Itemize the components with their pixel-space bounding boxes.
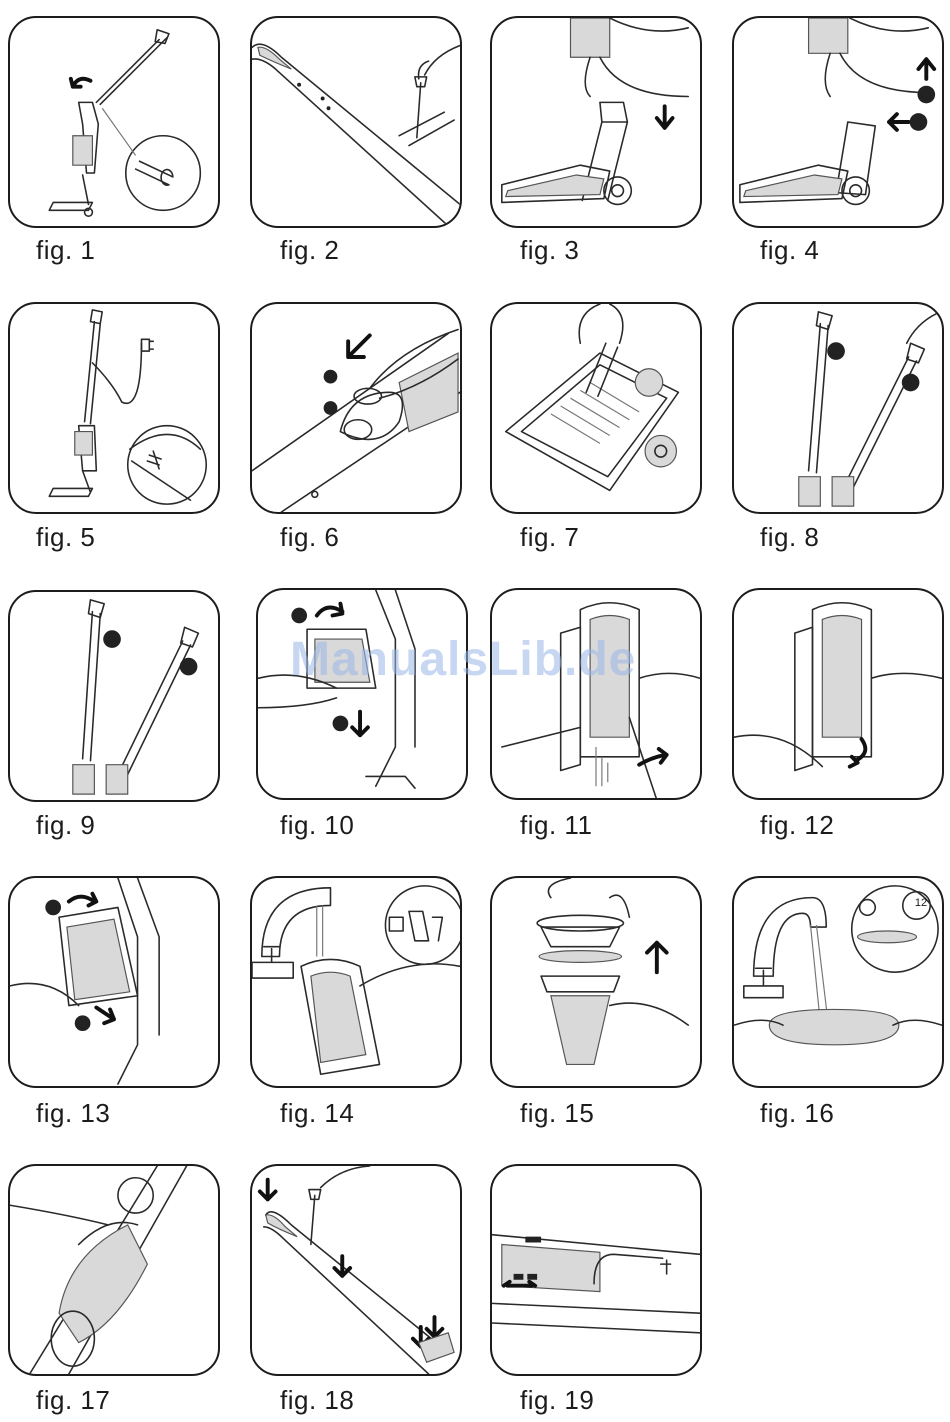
figure-label: fig. 14 [280,1098,354,1129]
vacuum-handle [96,30,169,105]
figure-label: fig. 3 [520,235,579,266]
step-dot-2 [910,113,928,131]
figure-label: fig. 7 [520,522,579,553]
curved-arrow-icon [639,749,666,765]
step-dot-2 [902,374,920,392]
screwdriver-icon [309,1190,321,1245]
figure-8-illustration [732,302,944,514]
up-arrow-icon [918,59,934,79]
lid [541,927,619,947]
up-arrow-icon [647,943,667,972]
step-dot-1 [45,900,61,916]
figure-label: fig. 11 [520,810,592,841]
watermark: ManualsLib.de [290,632,636,687]
figure-label: fig. 8 [760,522,819,553]
mesh-filter [551,996,610,1065]
figure-7-illustration [490,302,702,514]
down-arrow-icon [657,106,673,128]
figure-label: fig. 17 [36,1385,110,1416]
vacuum-body [376,590,415,786]
timer-value: 12 [912,897,930,909]
figure-10-illustration [256,588,468,800]
rotate-arrow-icon [71,79,91,87]
step-dot-1 [291,608,307,624]
figure-label: fig. 12 [760,810,834,841]
vacuum-tilted [842,343,924,494]
figure-14-illustration [250,876,462,1088]
figure-3-illustration [490,16,702,228]
step-dot-1 [917,86,935,104]
figure-label: fig. 10 [280,810,354,841]
down-arrow-icon [352,712,368,736]
spring-icon [147,451,161,469]
figure-18-illustration [250,1164,462,1376]
detail-circle [385,886,460,964]
filter-disc [539,951,621,963]
screwdriver-icon [415,77,427,138]
vacuum-upright [809,312,833,473]
floor-head-side [264,1212,448,1374]
faucet-icon [754,898,827,976]
figure-6-illustration [250,302,462,514]
rotate-arrow-icon [69,894,96,906]
figure-label: fig. 16 [760,1098,834,1129]
figure-12-illustration [732,588,944,800]
down-arrow-icon [260,1180,276,1200]
diagonal-arrow-icon [96,1008,114,1024]
figure-16-illustration: 12 [732,876,944,1088]
figure-label: fig. 15 [520,1098,594,1129]
step-dot-1 [827,342,845,360]
figure-17-illustration [8,1164,220,1376]
figure-label: fig. 1 [36,235,95,266]
charger-plug-icon [141,339,153,351]
figure-5-illustration [8,302,220,514]
left-arrow-icon [889,114,909,130]
vacuum-tilted [116,627,198,782]
diagonal-arrow-icon [348,335,370,357]
charging-cable [92,343,141,403]
step-dot-2 [333,716,349,732]
step-dot-1 [324,370,338,384]
figure-label: fig. 2 [280,235,339,266]
figure-label: fig. 13 [36,1098,110,1129]
figure-label: fig. 9 [36,810,95,841]
figure-label: fig. 18 [280,1385,354,1416]
foam-filter [769,1009,899,1044]
down-arrow-icon [427,1317,443,1337]
vacuum-handle [85,310,103,424]
neck-connector [836,122,875,195]
detail-circle [128,426,206,504]
figure-label: fig. 6 [280,522,339,553]
vacuum-upright [83,600,105,761]
dust-container [59,1225,147,1343]
figure-2-illustration [250,16,462,228]
figure-19-illustration [490,1164,702,1376]
figure-11-illustration [490,588,702,800]
down-arrow-icon [334,1256,350,1276]
figure-label: fig. 5 [36,522,95,553]
figure-4-illustration [732,16,944,228]
figure-15-illustration [490,876,702,1088]
figure-9-illustration [8,590,220,802]
figure-1-illustration [8,16,220,228]
step-dot-2 [75,1015,91,1031]
sun-icon [860,900,876,916]
brush-roller [586,343,617,396]
step-dot-1 [103,630,121,648]
curved-arrow-icon [850,739,866,766]
rotate-arrow-icon [317,604,343,616]
figure-label: fig. 19 [520,1385,594,1416]
step-dot-2 [180,658,198,676]
figure-13-illustration [8,876,220,1088]
figure-label: fig. 4 [760,235,819,266]
step-dot-2 [324,401,338,415]
